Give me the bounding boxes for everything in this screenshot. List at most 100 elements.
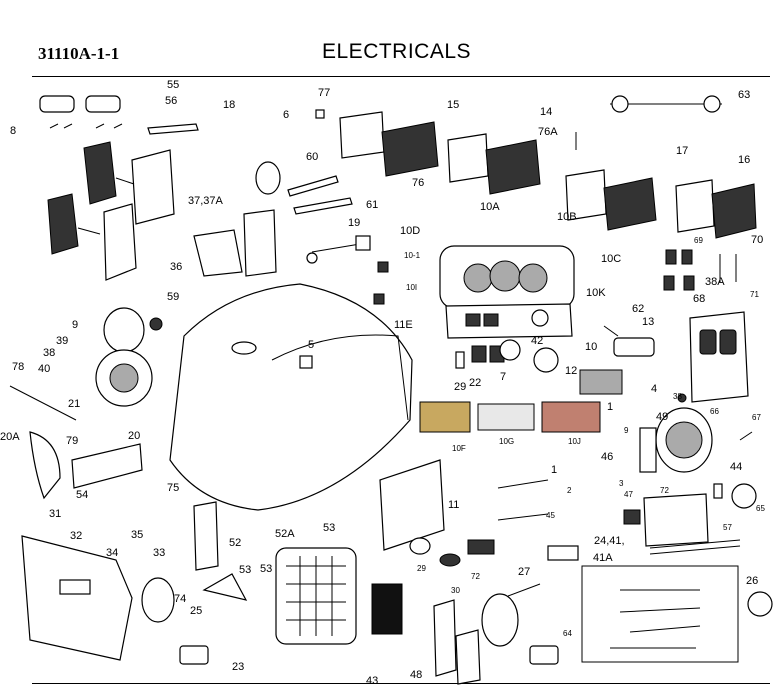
ring-26 — [747, 591, 773, 617]
lamp-lens-right — [85, 95, 121, 113]
light-bar — [147, 123, 199, 135]
callout-label: 37,37A — [188, 195, 224, 207]
callout-label: 47 — [624, 490, 633, 499]
relay-block-14 — [447, 133, 541, 195]
callout-label: 10A — [480, 201, 500, 213]
switch-panel-31A — [689, 311, 749, 403]
callout-label: 61 — [366, 199, 378, 211]
callout-label: 38A — [705, 276, 725, 288]
relay-block-15 — [339, 111, 439, 177]
connector-64 — [529, 645, 559, 665]
callout-label: 10-1 — [404, 251, 421, 260]
lamp-lens-left — [39, 95, 75, 113]
switch-right — [719, 329, 737, 355]
callout-label: 1 — [607, 401, 613, 413]
reflector-53 — [202, 573, 248, 601]
callout-label: 15 — [447, 99, 459, 111]
module-43 — [371, 583, 403, 635]
callout-label: 10J — [568, 437, 581, 446]
callout-label: 52 — [229, 537, 241, 549]
callout-label: 12 — [565, 365, 577, 377]
grommet-59 — [149, 317, 163, 331]
callout-label: 72 — [660, 486, 669, 495]
callout-label: 32 — [70, 530, 82, 542]
callout-label: 42 — [531, 335, 543, 347]
relay-block-17 — [565, 169, 657, 231]
callout-label: 66 — [710, 407, 719, 416]
relay-block-16 — [675, 179, 757, 239]
plate-75 — [193, 501, 219, 571]
plate-49 — [639, 427, 657, 473]
callout-label: 40 — [38, 363, 50, 375]
wire-clamp — [255, 161, 281, 195]
callout-label: 35 — [131, 529, 143, 541]
callout-label: 54 — [76, 489, 88, 501]
callout-labels: 55 56 18 77 15 14 76A 17 16 63 8 6 60 61… — [0, 79, 765, 686]
mount-plate-37 — [243, 209, 277, 277]
callout-label: 36 — [170, 261, 182, 273]
callout-label: 62 — [632, 303, 644, 315]
harness-connector-right — [703, 95, 721, 113]
terminal-bar-20 — [71, 443, 143, 489]
callout-label: 20A — [0, 431, 20, 443]
callout-label: 10F — [452, 444, 466, 453]
callout-label: 10G — [499, 437, 514, 446]
gauge-center — [489, 260, 521, 292]
lamp-housing-9 — [103, 307, 145, 353]
callout-label: 38 — [673, 392, 682, 401]
callout-label: 9 — [72, 319, 78, 331]
callout-label: 60 — [306, 151, 318, 163]
hood-inner-frame — [271, 334, 409, 421]
callout-label: 10B — [557, 211, 577, 223]
mount-bracket-36 — [193, 229, 243, 277]
callout-label: 19 — [348, 217, 360, 229]
connector-29 — [409, 537, 431, 555]
headlamp-bracket-lower — [103, 203, 137, 281]
callout-label: 53 — [260, 563, 272, 575]
callout-label: 31 — [49, 508, 61, 520]
callout-label: 33 — [153, 547, 165, 559]
callout-label: 76A — [538, 126, 558, 138]
callout-label: 1 — [551, 464, 557, 476]
fuse-69b — [681, 249, 693, 265]
bottom-rule — [32, 683, 770, 684]
callout-label: 29 — [454, 381, 466, 393]
callout-label: 63 — [738, 89, 750, 101]
headlamp-lower — [47, 193, 79, 255]
gauge-left — [463, 263, 493, 293]
callout-label: 68 — [693, 293, 705, 305]
callout-label: 48 — [410, 669, 422, 681]
callout-label: 11 — [448, 499, 459, 511]
callout-label: 53 — [323, 522, 335, 534]
hood-cowl — [169, 283, 413, 511]
gauge-right — [518, 263, 548, 293]
switch-22a — [471, 345, 487, 363]
callout-label: 65 — [756, 504, 765, 513]
callout-label: 14 — [540, 106, 552, 118]
callout-label: 18 — [223, 99, 235, 111]
switch-7 — [499, 339, 521, 361]
callout-label: 70 — [751, 234, 763, 246]
callout-label: 10C — [601, 253, 621, 265]
callout-label: 6 — [283, 109, 289, 121]
callout-label: 27 — [518, 566, 530, 578]
callout-label: 20 — [128, 430, 140, 442]
callout-label: 59 — [167, 291, 179, 303]
callout-label: 22 — [469, 377, 481, 389]
horn-27 — [481, 593, 519, 647]
harness-detail-box — [581, 565, 739, 663]
callout-label: 26 — [746, 575, 758, 587]
callout-label: 17 — [676, 145, 688, 157]
callout-label: 38 — [43, 347, 55, 359]
battery-box-31 — [21, 535, 133, 661]
callout-label: 41A — [593, 552, 613, 564]
decal-10F — [419, 401, 471, 433]
fuse-71a — [663, 275, 675, 291]
bulb-10I — [373, 293, 385, 305]
callout-label: 29 — [417, 564, 426, 573]
callout-label: 43 — [366, 675, 378, 686]
pressure-switch-13 — [613, 337, 655, 357]
sensor-19 — [355, 235, 371, 251]
lamp-30 — [439, 553, 461, 567]
